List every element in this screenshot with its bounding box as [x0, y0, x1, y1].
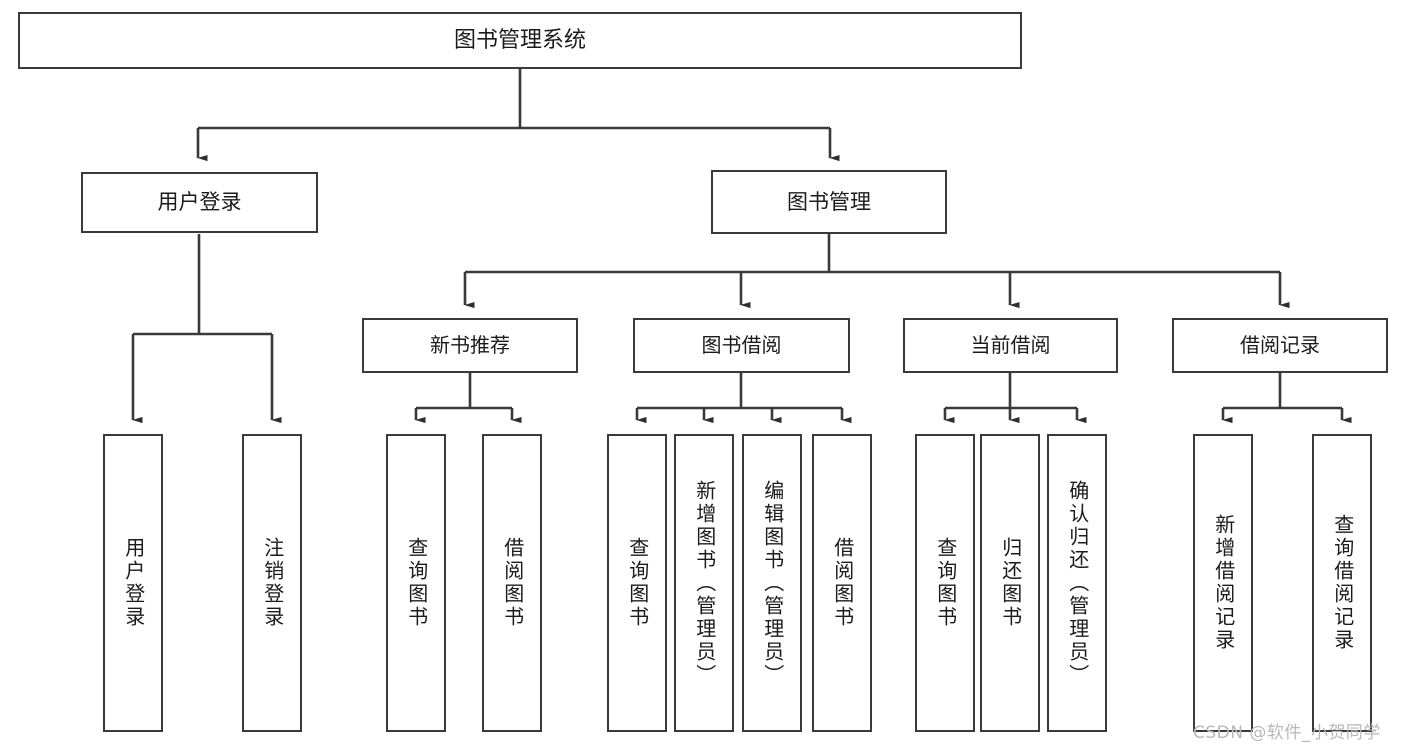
leaf-current-confirm-return-admin[interactable]: 确认归还（管理员）	[1047, 434, 1107, 732]
leaf-borrow-edit-book-admin[interactable]: 编辑图书（管理员）	[742, 434, 802, 732]
node-label: 图书管理	[787, 189, 871, 214]
leaf-user-login-signin[interactable]: 用户登录	[103, 434, 163, 732]
node-label: 查询图书	[933, 537, 958, 629]
leaf-borrow-query-book[interactable]: 查询图书	[607, 434, 667, 732]
node-label: 归还图书	[998, 537, 1023, 629]
leaf-current-return-book[interactable]: 归还图书	[980, 434, 1040, 732]
node-new-book-recommend[interactable]: 新书推荐	[362, 318, 578, 373]
node-label: 当前借阅	[970, 332, 1051, 357]
leaf-record-query-record[interactable]: 查询借阅记录	[1312, 434, 1372, 732]
node-book-borrow[interactable]: 图书借阅	[633, 318, 850, 373]
node-label: 借阅图书	[830, 537, 855, 629]
csdn-watermark: CSDN @软件_小贺同学	[1193, 723, 1381, 743]
leaf-recommend-borrow-book[interactable]: 借阅图书	[482, 434, 542, 732]
node-label: 图书借阅	[701, 332, 782, 357]
node-book-management[interactable]: 图书管理	[711, 170, 947, 234]
node-label: 图书管理系统	[453, 27, 586, 53]
node-label: 编辑图书（管理员）	[760, 479, 785, 687]
node-current-borrow[interactable]: 当前借阅	[903, 318, 1118, 373]
node-label: 借阅记录	[1240, 332, 1320, 357]
leaf-user-login-logout[interactable]: 注销登录	[242, 434, 302, 732]
node-label: 新增借阅记录	[1211, 514, 1236, 652]
node-label: 新书推荐	[430, 332, 510, 357]
node-label: 查询图书	[404, 537, 429, 629]
node-root-system[interactable]: 图书管理系统	[18, 12, 1022, 69]
node-borrow-record[interactable]: 借阅记录	[1172, 318, 1388, 373]
node-label: 借阅图书	[500, 537, 525, 629]
node-user-login[interactable]: 用户登录	[81, 172, 318, 233]
leaf-borrow-add-book-admin[interactable]: 新增图书（管理员）	[674, 434, 734, 732]
leaf-current-query-book[interactable]: 查询图书	[915, 434, 975, 732]
node-label: 查询借阅记录	[1330, 514, 1355, 652]
node-label: 用户登录	[121, 537, 146, 629]
node-label: 用户登录	[157, 190, 242, 215]
node-label: 确认归还（管理员）	[1065, 479, 1090, 687]
leaf-record-add-record[interactable]: 新增借阅记录	[1193, 434, 1253, 732]
node-label: 查询图书	[625, 537, 650, 629]
node-label: 新增图书（管理员）	[692, 479, 717, 687]
leaf-recommend-query-book[interactable]: 查询图书	[386, 434, 446, 732]
leaf-borrow-borrow-book[interactable]: 借阅图书	[812, 434, 872, 732]
node-label: 注销登录	[260, 537, 285, 629]
